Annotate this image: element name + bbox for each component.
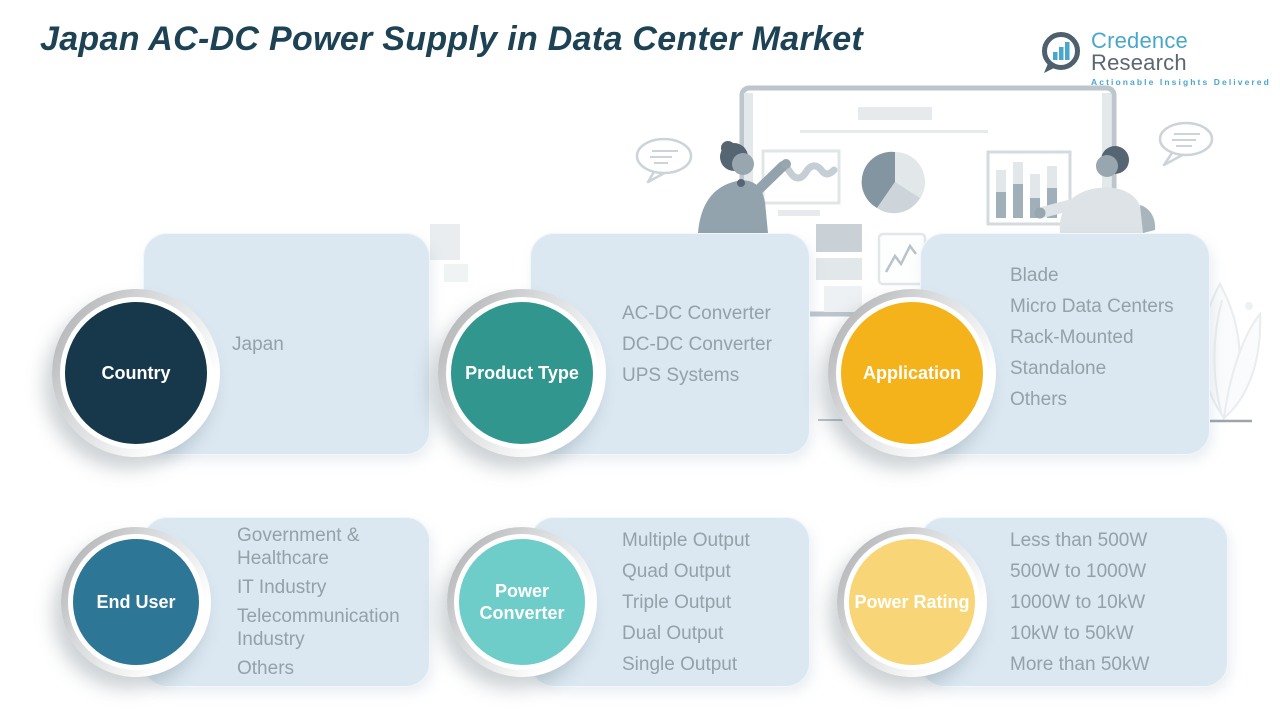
list-item: UPS Systems xyxy=(622,364,740,386)
items-power-rating: Less than 500W 500W to 1000W 1000W to 10… xyxy=(1010,517,1149,687)
speech-bubble-left-icon xyxy=(635,137,693,184)
logo-name: Credence Research xyxy=(1091,28,1188,75)
list-item: Others xyxy=(1010,388,1068,410)
list-item: IT Industry xyxy=(237,577,327,598)
bubble-product-type: Product Type xyxy=(438,289,606,457)
bubble-end-user: End User xyxy=(61,527,211,677)
leaf-decoration xyxy=(1201,281,1262,421)
items-power-converter: Multiple Output Quad Output Triple Outpu… xyxy=(622,517,750,687)
list-item: More than 50kW xyxy=(1010,653,1150,675)
list-item: Triple Output xyxy=(622,591,732,613)
section-label-end-user: End User xyxy=(96,591,176,612)
sparkline-card-icon xyxy=(877,232,927,286)
list-item: Micro Data Centers xyxy=(1010,295,1174,317)
bar-chart-icon xyxy=(986,150,1072,226)
section-label-product-type: Product Type xyxy=(465,362,579,383)
bubble-power-converter: Power Converter xyxy=(447,527,597,677)
bubble-power-rating: Power Rating xyxy=(837,527,987,677)
person-left xyxy=(698,141,791,233)
speech-bubble-right-icon xyxy=(1158,121,1214,167)
list-item: Blade xyxy=(1010,264,1059,286)
items-end-user: Government & Healthcare IT Industry Tele… xyxy=(237,517,400,687)
items-application: Blade Micro Data Centers Rack-Mounted St… xyxy=(1010,226,1174,448)
list-item: Others xyxy=(237,658,295,679)
bubble-application: Application xyxy=(828,289,996,457)
list-item: Less than 500W xyxy=(1010,529,1148,551)
logo-tagline: Actionable Insights Delivered xyxy=(1091,77,1271,87)
bubble-country: Country xyxy=(52,289,220,457)
section-label-power-rating: Power Rating xyxy=(854,591,970,612)
list-item: Telecommunication Industry xyxy=(237,606,400,650)
pie-chart-icon xyxy=(861,151,925,214)
section-label-power-converter: Power Converter xyxy=(479,580,565,624)
list-item: 500W to 1000W xyxy=(1010,560,1147,582)
list-item: Single Output xyxy=(622,653,738,675)
list-item: Government & Healthcare xyxy=(237,525,360,569)
list-item: Multiple Output xyxy=(622,529,750,551)
list-item: Standalone xyxy=(1010,357,1107,379)
list-item: Rack-Mounted xyxy=(1010,326,1134,348)
credence-research-logo: Credence Research Actionable Insights De… xyxy=(1038,30,1280,87)
list-item: AC-DC Converter xyxy=(622,302,771,324)
items-country: Japan xyxy=(232,233,284,455)
list-item: Quad Output xyxy=(622,560,731,582)
logo-text: Credence Research Actionable Insights De… xyxy=(1091,30,1280,87)
section-label-application: Application xyxy=(863,362,961,383)
list-item: 1000W to 10kW xyxy=(1010,591,1146,613)
list-item: DC-DC Converter xyxy=(622,333,772,355)
list-item: Japan xyxy=(232,333,284,355)
list-item: Dual Output xyxy=(622,622,724,644)
items-product-type: AC-DC Converter DC-DC Converter UPS Syst… xyxy=(622,233,772,455)
person-right xyxy=(1034,146,1156,233)
logo-chart-bubble-icon xyxy=(1038,30,1084,81)
line-chart-icon xyxy=(761,149,841,216)
section-label-country: Country xyxy=(101,362,171,383)
list-item: 10kW to 50kW xyxy=(1010,622,1134,644)
page-title: Japan AC-DC Power Supply in Data Center … xyxy=(40,20,864,58)
